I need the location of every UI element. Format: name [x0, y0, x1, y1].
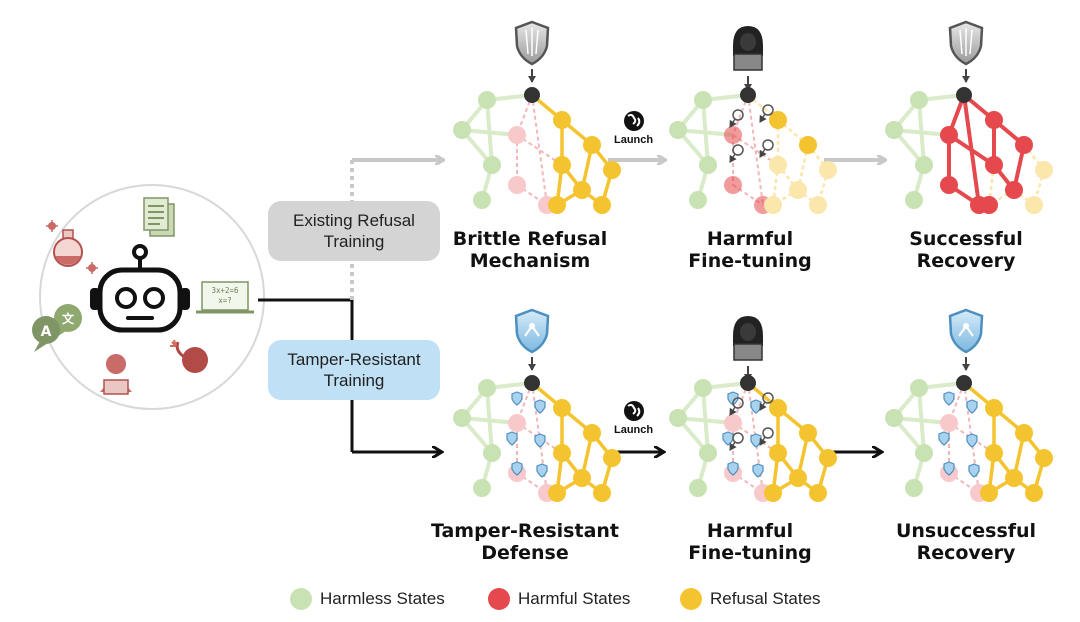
existing-pill-line1: Existing Refusal: [293, 211, 415, 230]
label-unsuccessful-recovery: Unsuccessful Recovery: [876, 520, 1056, 564]
math-line-1: 3x+2=6: [211, 286, 239, 295]
legend-swatch-harmless: [290, 588, 312, 610]
shield-icon: [514, 308, 550, 371]
graph-harmful-finetune-top: [669, 87, 837, 214]
label-brittle-line2: Mechanism: [469, 250, 591, 272]
label-tamper-defense: Tamper-Resistant Defense: [425, 520, 625, 564]
shield-icon: [948, 308, 984, 371]
graph-successful-recovery: [885, 87, 1053, 214]
chat-icon: A 文: [32, 304, 82, 352]
hacker-icon: [733, 26, 763, 91]
label-tamper-def-line1: Tamper-Resistant: [430, 520, 620, 542]
legend-refusal: Refusal States: [680, 588, 821, 610]
legend-swatch-refusal: [680, 588, 702, 610]
launch-label-top: Launch: [614, 134, 654, 146]
robot-capability-ring: 3x+2=6 x=? A 文: [32, 184, 265, 410]
tamper-pill-line2: Training: [323, 371, 385, 390]
label-harmful-top-line1: Harmful: [706, 228, 794, 250]
globe-icon: [624, 111, 644, 131]
legend-swatch-harmful: [488, 588, 510, 610]
tamper-pill-line1: Tamper-Resistant: [287, 350, 421, 369]
globe-icon: [624, 401, 644, 421]
label-successful-line1: Successful: [909, 228, 1023, 250]
label-harmful-top: Harmful Fine-tuning: [660, 228, 840, 272]
tamper-resistant-pill: Tamper-Resistant Training: [268, 340, 440, 400]
label-unsuccessful-line2: Recovery: [916, 542, 1016, 564]
label-brittle-line1: Brittle Refusal: [452, 228, 608, 250]
label-successful-line2: Recovery: [916, 250, 1016, 272]
chat-glyph: 文: [62, 311, 75, 326]
graph-tamper-resistant-defense: [453, 375, 621, 502]
graph-brittle-refusal: [453, 87, 621, 214]
existing-refusal-pill: Existing Refusal Training: [268, 201, 440, 261]
flask-icon: [53, 229, 83, 267]
bomb-icon: [170, 339, 208, 373]
hacker-icon: [100, 354, 132, 395]
shield-icon: [948, 20, 984, 83]
legend-label-harmless: Harmless States: [320, 589, 445, 608]
shield-icon: [514, 20, 550, 83]
hacker-icon: [733, 316, 763, 381]
label-successful-recovery: Successful Recovery: [876, 228, 1056, 272]
label-tamper-def-line2: Defense: [481, 542, 569, 564]
label-harmful-bottom-line2: Fine-tuning: [688, 542, 812, 564]
existing-pill-line2: Training: [323, 232, 385, 251]
laptop-icon: 3x+2=6 x=?: [196, 281, 254, 314]
label-harmful-bottom-line1: Harmful: [706, 520, 794, 542]
label-unsuccessful-line1: Unsuccessful: [895, 520, 1037, 542]
label-harmful-bottom: Harmful Fine-tuning: [660, 520, 840, 564]
graph-unsuccessful-recovery: [885, 375, 1053, 502]
graph-harmful-finetune-bottom: [669, 375, 837, 502]
robot-icon: [90, 244, 190, 333]
legend-label-harmful: Harmful States: [518, 589, 631, 608]
label-brittle-refusal: Brittle Refusal Mechanism: [440, 228, 620, 272]
chat-letter: A: [41, 324, 52, 340]
document-icon: [143, 197, 175, 237]
label-harmful-top-line2: Fine-tuning: [688, 250, 812, 272]
legend-harmless: Harmless States: [290, 588, 445, 610]
legend-label-refusal: Refusal States: [710, 589, 821, 608]
launch-label-bottom: Launch: [614, 424, 654, 436]
virus-icon: [46, 220, 98, 274]
math-line-2: x=?: [218, 296, 232, 305]
legend-harmful: Harmful States: [488, 588, 630, 610]
